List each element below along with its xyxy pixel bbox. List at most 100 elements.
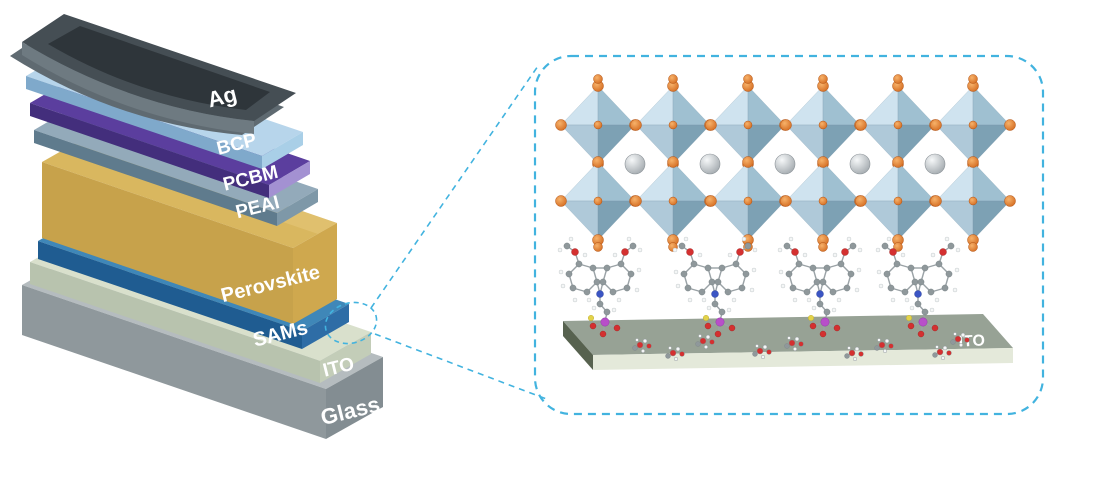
carbon-atom [744, 242, 752, 250]
atom [844, 353, 850, 359]
octahedron-face [897, 124, 936, 165]
octahedron-face [672, 200, 711, 241]
octahedron-face [972, 85, 1011, 126]
oxygen-atom [889, 248, 897, 256]
halide-atom [668, 120, 678, 130]
octahedron [930, 156, 1016, 252]
halide-atom [630, 195, 642, 207]
atom [946, 350, 952, 356]
ito-slab-side-face [563, 321, 593, 370]
inset-ito-label: ITO [958, 332, 985, 350]
surface-molecule [950, 332, 970, 347]
phosphorus-atom [715, 317, 725, 327]
halide-atom [743, 120, 753, 130]
hydrogen-atom [751, 267, 757, 273]
hydrogen-atom [675, 283, 681, 289]
interface-inset: ITO [555, 74, 1016, 370]
octahedron-face [822, 124, 861, 165]
carbon-atom [623, 284, 631, 292]
octahedron-face [560, 200, 599, 241]
octahedron [555, 156, 641, 252]
atom [709, 339, 715, 345]
carbon-atom [816, 300, 824, 308]
halide-atom [742, 156, 754, 168]
octahedron-face [897, 200, 936, 241]
surface-molecule [844, 346, 864, 361]
atom [636, 341, 644, 349]
halide-atom [593, 120, 603, 130]
hydrogen-atom [560, 283, 566, 289]
carbon-atom [883, 270, 891, 278]
hydrogen-atom [636, 267, 642, 273]
oxygen-atom [728, 324, 736, 332]
nitrogen-atom [816, 290, 824, 298]
halide-atom [705, 119, 717, 131]
halide-atom [818, 120, 828, 130]
peai-front-face [34, 130, 277, 226]
carbon-atom [596, 300, 604, 308]
a-site-cations [624, 153, 946, 175]
atom [932, 352, 938, 358]
octahedron-face [597, 85, 636, 126]
octahedron [705, 74, 791, 170]
atom [788, 339, 796, 347]
device-stack: Ag BCP PCBM PEAI Perovskite SAMs ITO Gla… [10, 14, 383, 439]
atom [883, 348, 887, 353]
hydrogen-atom [586, 297, 592, 303]
oxygen-atom [736, 248, 744, 256]
atom [784, 343, 790, 349]
oxygen-atom [791, 248, 799, 256]
atom [954, 335, 962, 343]
callout-line-upper [370, 65, 539, 309]
atom [950, 339, 956, 345]
carbon-atom [724, 288, 732, 296]
atom [888, 343, 894, 349]
atom [793, 346, 797, 351]
ito-slab-top-face [563, 314, 1013, 355]
halide-atom [1004, 195, 1016, 207]
cation-atom [699, 153, 721, 175]
surface-molecule [784, 336, 804, 351]
sam-molecules [557, 236, 961, 338]
octahedron-face [822, 200, 861, 241]
hydrogen-atom [909, 305, 915, 311]
ito-end-face [320, 332, 371, 383]
perovskite-front-face [42, 162, 293, 324]
halide-atom [743, 196, 753, 206]
hydrogen-atom [832, 252, 838, 258]
halide-atom [818, 74, 828, 84]
surface-molecule [632, 338, 652, 353]
carbon-atom [783, 242, 791, 250]
sam-molecule [557, 236, 643, 338]
atom [935, 345, 939, 349]
octahedron-face [560, 85, 599, 126]
carbon-atom [823, 308, 831, 316]
carbon-atom [887, 284, 895, 292]
hydrogen-atom [626, 236, 632, 242]
oxygen-atom [841, 248, 849, 256]
cation-atom [624, 153, 646, 175]
atom [858, 351, 864, 357]
octahedron-face [822, 85, 861, 126]
carbon-atom [785, 270, 793, 278]
atom [964, 337, 970, 343]
carbon-atom [893, 260, 901, 268]
hydrogen-atom [777, 247, 783, 253]
octahedron [630, 74, 716, 170]
atom [936, 348, 944, 356]
halide-atom [968, 74, 978, 84]
hydrogen-atom [634, 287, 640, 293]
atom [960, 332, 966, 338]
carbon-atom [690, 260, 698, 268]
atom [675, 346, 681, 352]
halide-atom [930, 195, 942, 207]
octahedron-face [747, 85, 786, 126]
carbon-atom [803, 288, 811, 296]
atom [635, 338, 639, 342]
nitrogen-atom [711, 290, 719, 298]
hydrogen-atom [752, 247, 758, 253]
phosphorus-atom [600, 317, 610, 327]
pcbm-end-face [269, 161, 310, 198]
carbon-atom [599, 278, 607, 286]
